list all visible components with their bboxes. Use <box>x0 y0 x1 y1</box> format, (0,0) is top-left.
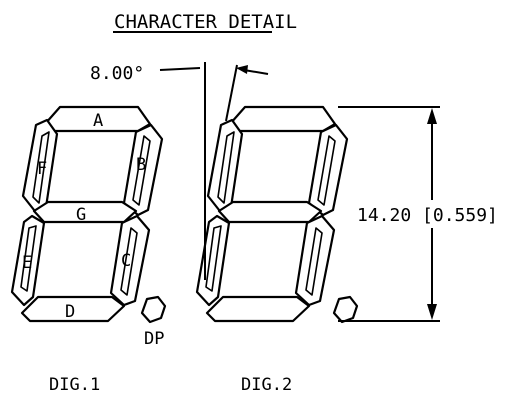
segment-g <box>217 200 323 224</box>
height-label: 14.20 [0.559] <box>357 205 498 226</box>
angle-extension-line <box>225 64 238 122</box>
segment-e <box>10 214 46 307</box>
segment-label-d: D <box>65 302 75 322</box>
segment-a <box>228 105 337 133</box>
digit-2 <box>195 105 359 324</box>
digit-2-caption: DIG.2 <box>241 375 292 395</box>
segment-label-a: A <box>93 111 103 131</box>
height-arrow-bottom <box>427 304 437 320</box>
segment-label-g: G <box>76 205 86 225</box>
angle-label: 8.00° <box>90 63 144 84</box>
segment-label-e: E <box>22 253 32 273</box>
segment-d <box>205 295 311 323</box>
segment-e <box>195 214 231 307</box>
digit-1-caption: DIG.1 <box>49 375 100 395</box>
decimal-point-1 <box>140 295 167 324</box>
digit-1: A F B G E C D DP <box>10 105 167 349</box>
angle-arrowhead <box>236 65 248 74</box>
segment-label-c: C <box>121 251 131 271</box>
segment-label-b: B <box>136 155 146 175</box>
angle-leader <box>159 67 201 71</box>
drawing-title: CHARACTER DETAIL <box>114 11 297 33</box>
height-arrow-top <box>427 108 437 124</box>
decimal-point-label: DP <box>144 329 164 349</box>
decimal-point-2 <box>332 295 359 324</box>
angle-arrow-line <box>243 69 269 75</box>
segment-d <box>20 295 126 323</box>
segment-label-f: F <box>37 159 47 179</box>
